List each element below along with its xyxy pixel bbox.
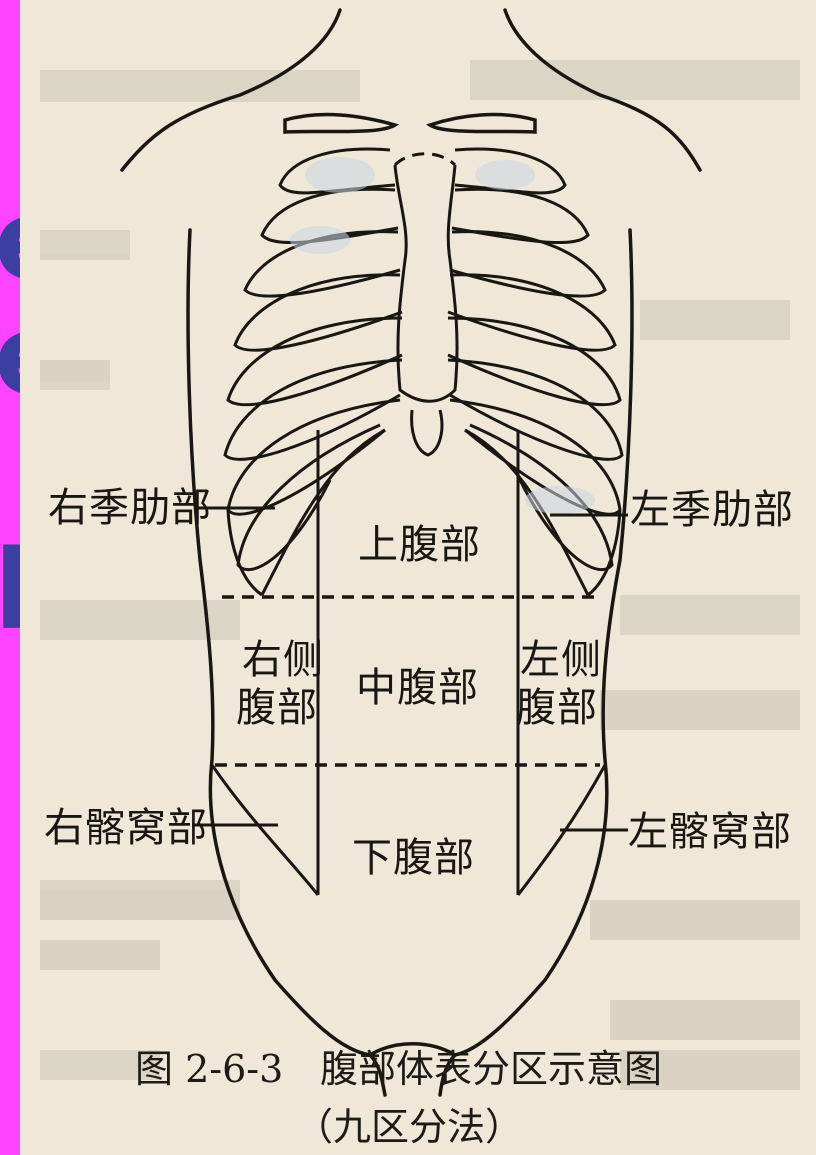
abdominal-regions-diagram bbox=[20, 0, 816, 1155]
paper-background bbox=[20, 0, 816, 1155]
label-left-lumbar-line2: 腹部 bbox=[516, 688, 598, 728]
label-left-lumbar-line1: 左侧 bbox=[520, 640, 602, 680]
label-hypogastric: 下腹部 bbox=[352, 838, 475, 878]
label-left-iliac: 左髂窝部 bbox=[628, 812, 792, 852]
figure-title: 腹部体表分区示意图 bbox=[320, 1050, 662, 1088]
label-right-lumbar-line1: 右侧 bbox=[242, 640, 324, 680]
label-right-iliac: 右髂窝部 bbox=[44, 808, 208, 848]
label-umbilical: 中腹部 bbox=[356, 668, 479, 708]
label-right-lumbar-line2: 腹部 bbox=[236, 688, 318, 728]
label-right-hypochondriac: 右季肋部 bbox=[48, 488, 212, 528]
figure-number: 图 2-6-3 bbox=[135, 1050, 283, 1088]
label-epigastric: 上腹部 bbox=[358, 525, 481, 565]
figure-method: （九区分法） bbox=[295, 1108, 523, 1146]
label-left-hypochondriac: 左季肋部 bbox=[630, 490, 794, 530]
